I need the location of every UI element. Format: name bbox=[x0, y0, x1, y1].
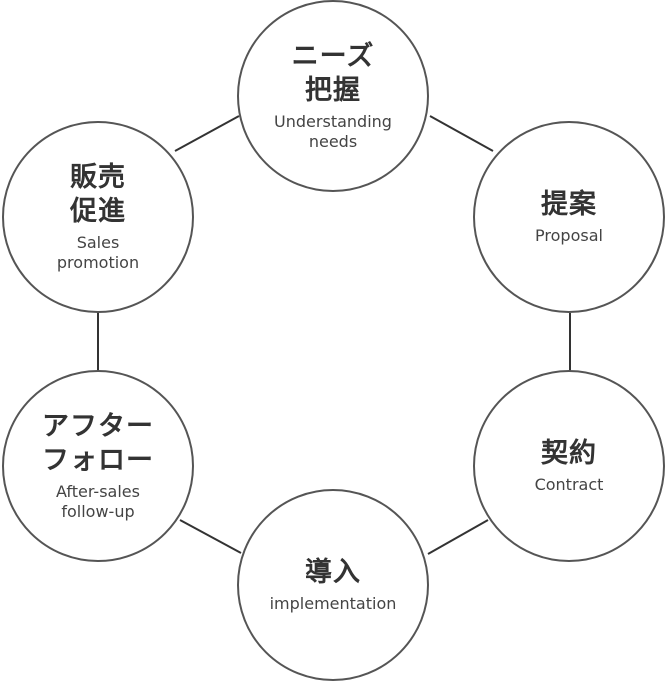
connector-contract-implementation bbox=[427, 519, 489, 555]
node-after-sales-follow-up: アフター フォロー After-sales follow-up bbox=[2, 370, 194, 562]
node-sales-promotion: 販売 促進 Sales promotion bbox=[2, 121, 194, 313]
node-proposal: 提案 Proposal bbox=[473, 121, 665, 313]
node-title: 契約 bbox=[541, 438, 597, 469]
node-subtitle: Sales promotion bbox=[56, 233, 140, 272]
node-title: アフター フォロー bbox=[42, 411, 154, 476]
node-understanding-needs: ニーズ 把握 Understanding needs bbox=[237, 0, 429, 192]
node-title: 導入 bbox=[305, 557, 361, 588]
node-implementation: 導入 implementation bbox=[237, 489, 429, 681]
node-subtitle: Proposal bbox=[535, 226, 603, 245]
connector-implementation-aftersales bbox=[179, 519, 242, 554]
node-subtitle: After-sales follow-up bbox=[56, 482, 140, 521]
node-subtitle: Contract bbox=[534, 475, 604, 494]
node-title: ニーズ 把握 bbox=[291, 41, 375, 106]
node-title: 提案 bbox=[541, 189, 597, 220]
connector-promotion-needs bbox=[174, 115, 240, 152]
connector-needs-proposal bbox=[429, 115, 494, 152]
node-subtitle: implementation bbox=[269, 594, 397, 613]
node-title: 販売 促進 bbox=[70, 162, 126, 227]
node-subtitle: Understanding needs bbox=[274, 112, 392, 151]
node-contract: 契約 Contract bbox=[473, 370, 665, 562]
